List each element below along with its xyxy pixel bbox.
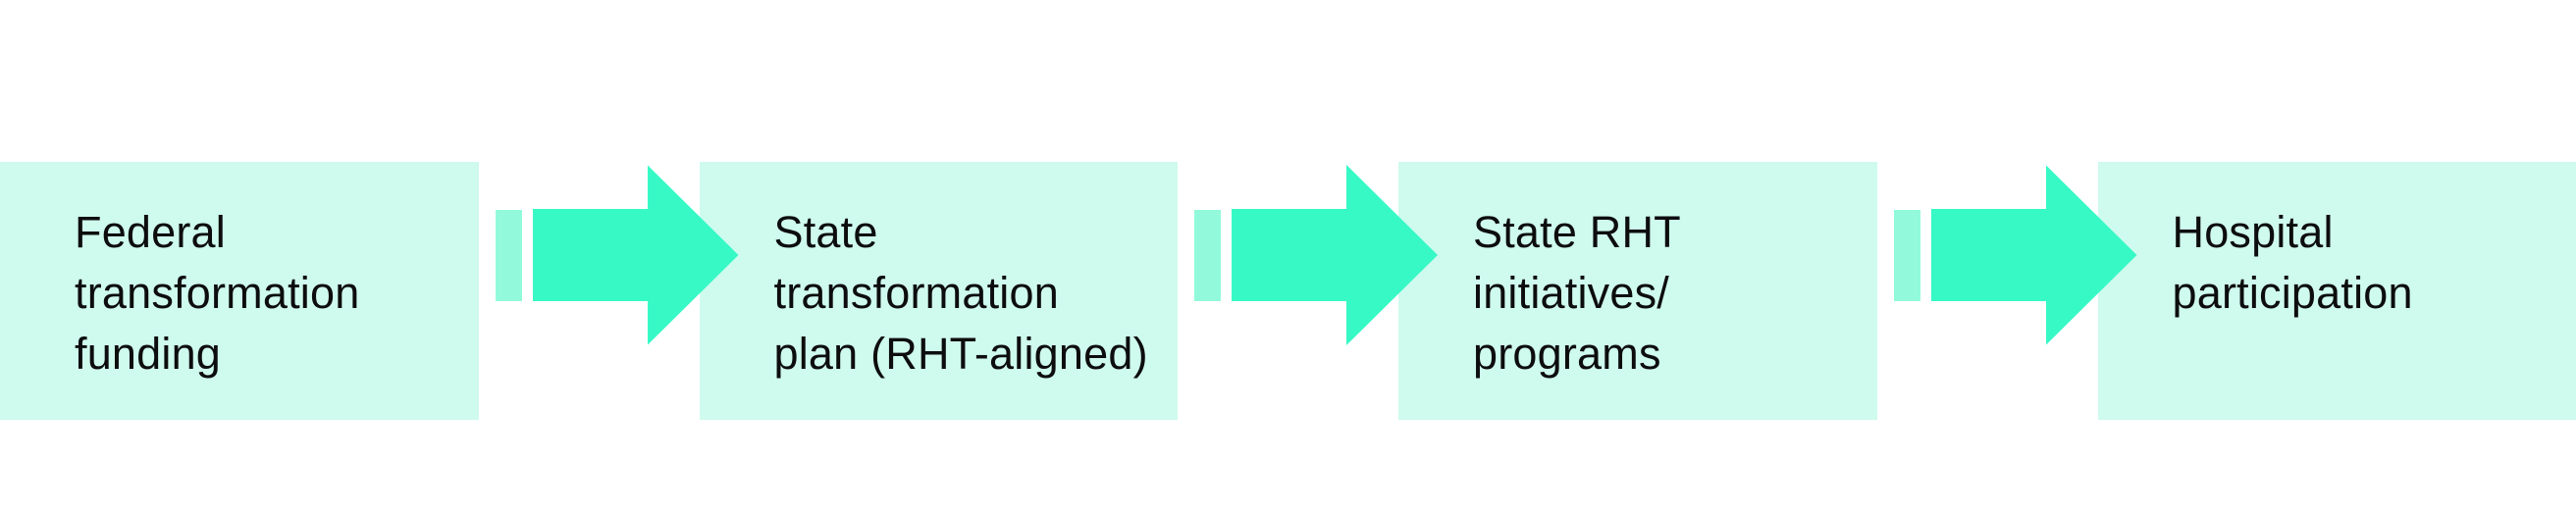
arrow-shaft [1930,209,2048,301]
arrow-shaft [1232,209,1348,301]
flow-box-label-line: plan (RHT-aligned) [773,329,1148,379]
arrow-shaft [532,209,650,301]
arrow-connector [1877,162,2137,420]
flow-row: Federal transformation funding State tra… [0,162,2576,420]
flow-box-label-line: State [773,207,878,257]
flow-box-label-line: programs [1473,329,1661,379]
arrow-tail-segment [495,210,522,301]
flow-box-label-line: Federal [75,207,226,257]
flow-box-label-line: transformation [773,268,1059,318]
flow-box-federal-transformation-funding: Federal transformation funding [0,162,479,420]
flow-box-state-rht-initiatives-programs: State RHT initiatives/ programs [1398,162,1877,420]
flow-box-label-line: initiatives/ [1473,268,1669,318]
flow-box-state-transformation-plan: State transformation plan (RHT-aligned) [699,162,1178,420]
flow-box-label-line: funding [75,329,222,379]
flow-box-label-line: Hospital [2172,207,2334,257]
arrow-connector [479,162,739,420]
arrow-tail-segment [1194,210,1221,301]
arrow-connector [1178,162,1438,420]
flow-box-label-line: State RHT [1473,207,1681,257]
flow-box-label-line: transformation [75,268,360,318]
flow-box-hospital-participation: Hospital participation [2097,162,2576,420]
arrow-tail-segment [1893,210,1920,301]
flow-box-label-line: participation [2172,268,2413,318]
